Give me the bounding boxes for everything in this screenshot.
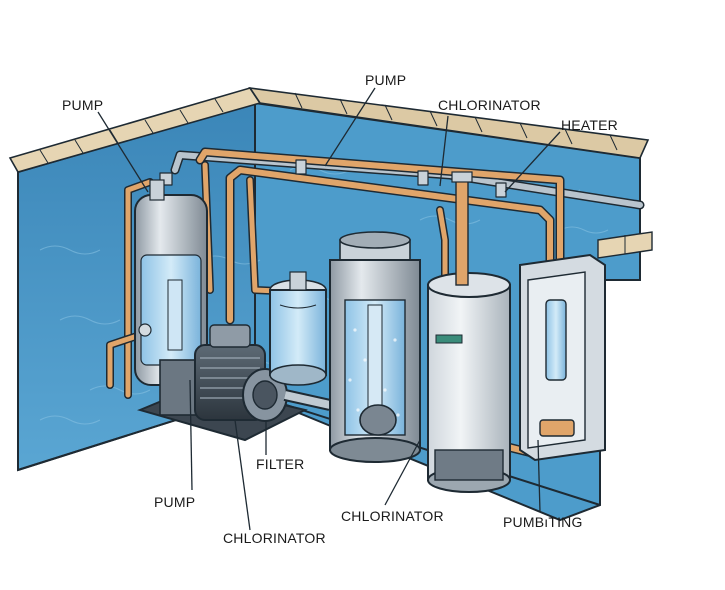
leader-lines: [97, 87, 561, 531]
label-plumbing: PUMBıTING: [503, 514, 583, 530]
label-chlorinator-bottom-center: CHLORINATOR: [341, 508, 444, 524]
left-pump-tank: [134, 179, 208, 386]
heater-tank: [427, 171, 511, 493]
label-filter: FILTER: [256, 456, 305, 472]
label-pump-top-center: PUMP: [365, 72, 407, 88]
label-pump-top-left: PUMP: [62, 97, 104, 113]
label-heater: HEATER: [561, 117, 618, 133]
chlorinator-vessel: [329, 231, 421, 463]
label-chlorinator-bottom-left: CHLORINATOR: [223, 530, 326, 546]
pool-coping: [8, 86, 653, 259]
label-chlorinator-top: CHLORINATOR: [438, 97, 541, 113]
right-equipment-cabinet: [519, 253, 606, 462]
pump-motor: [159, 324, 288, 422]
label-pump-bottom: PUMP: [154, 494, 196, 510]
filter-unit: [269, 271, 327, 386]
